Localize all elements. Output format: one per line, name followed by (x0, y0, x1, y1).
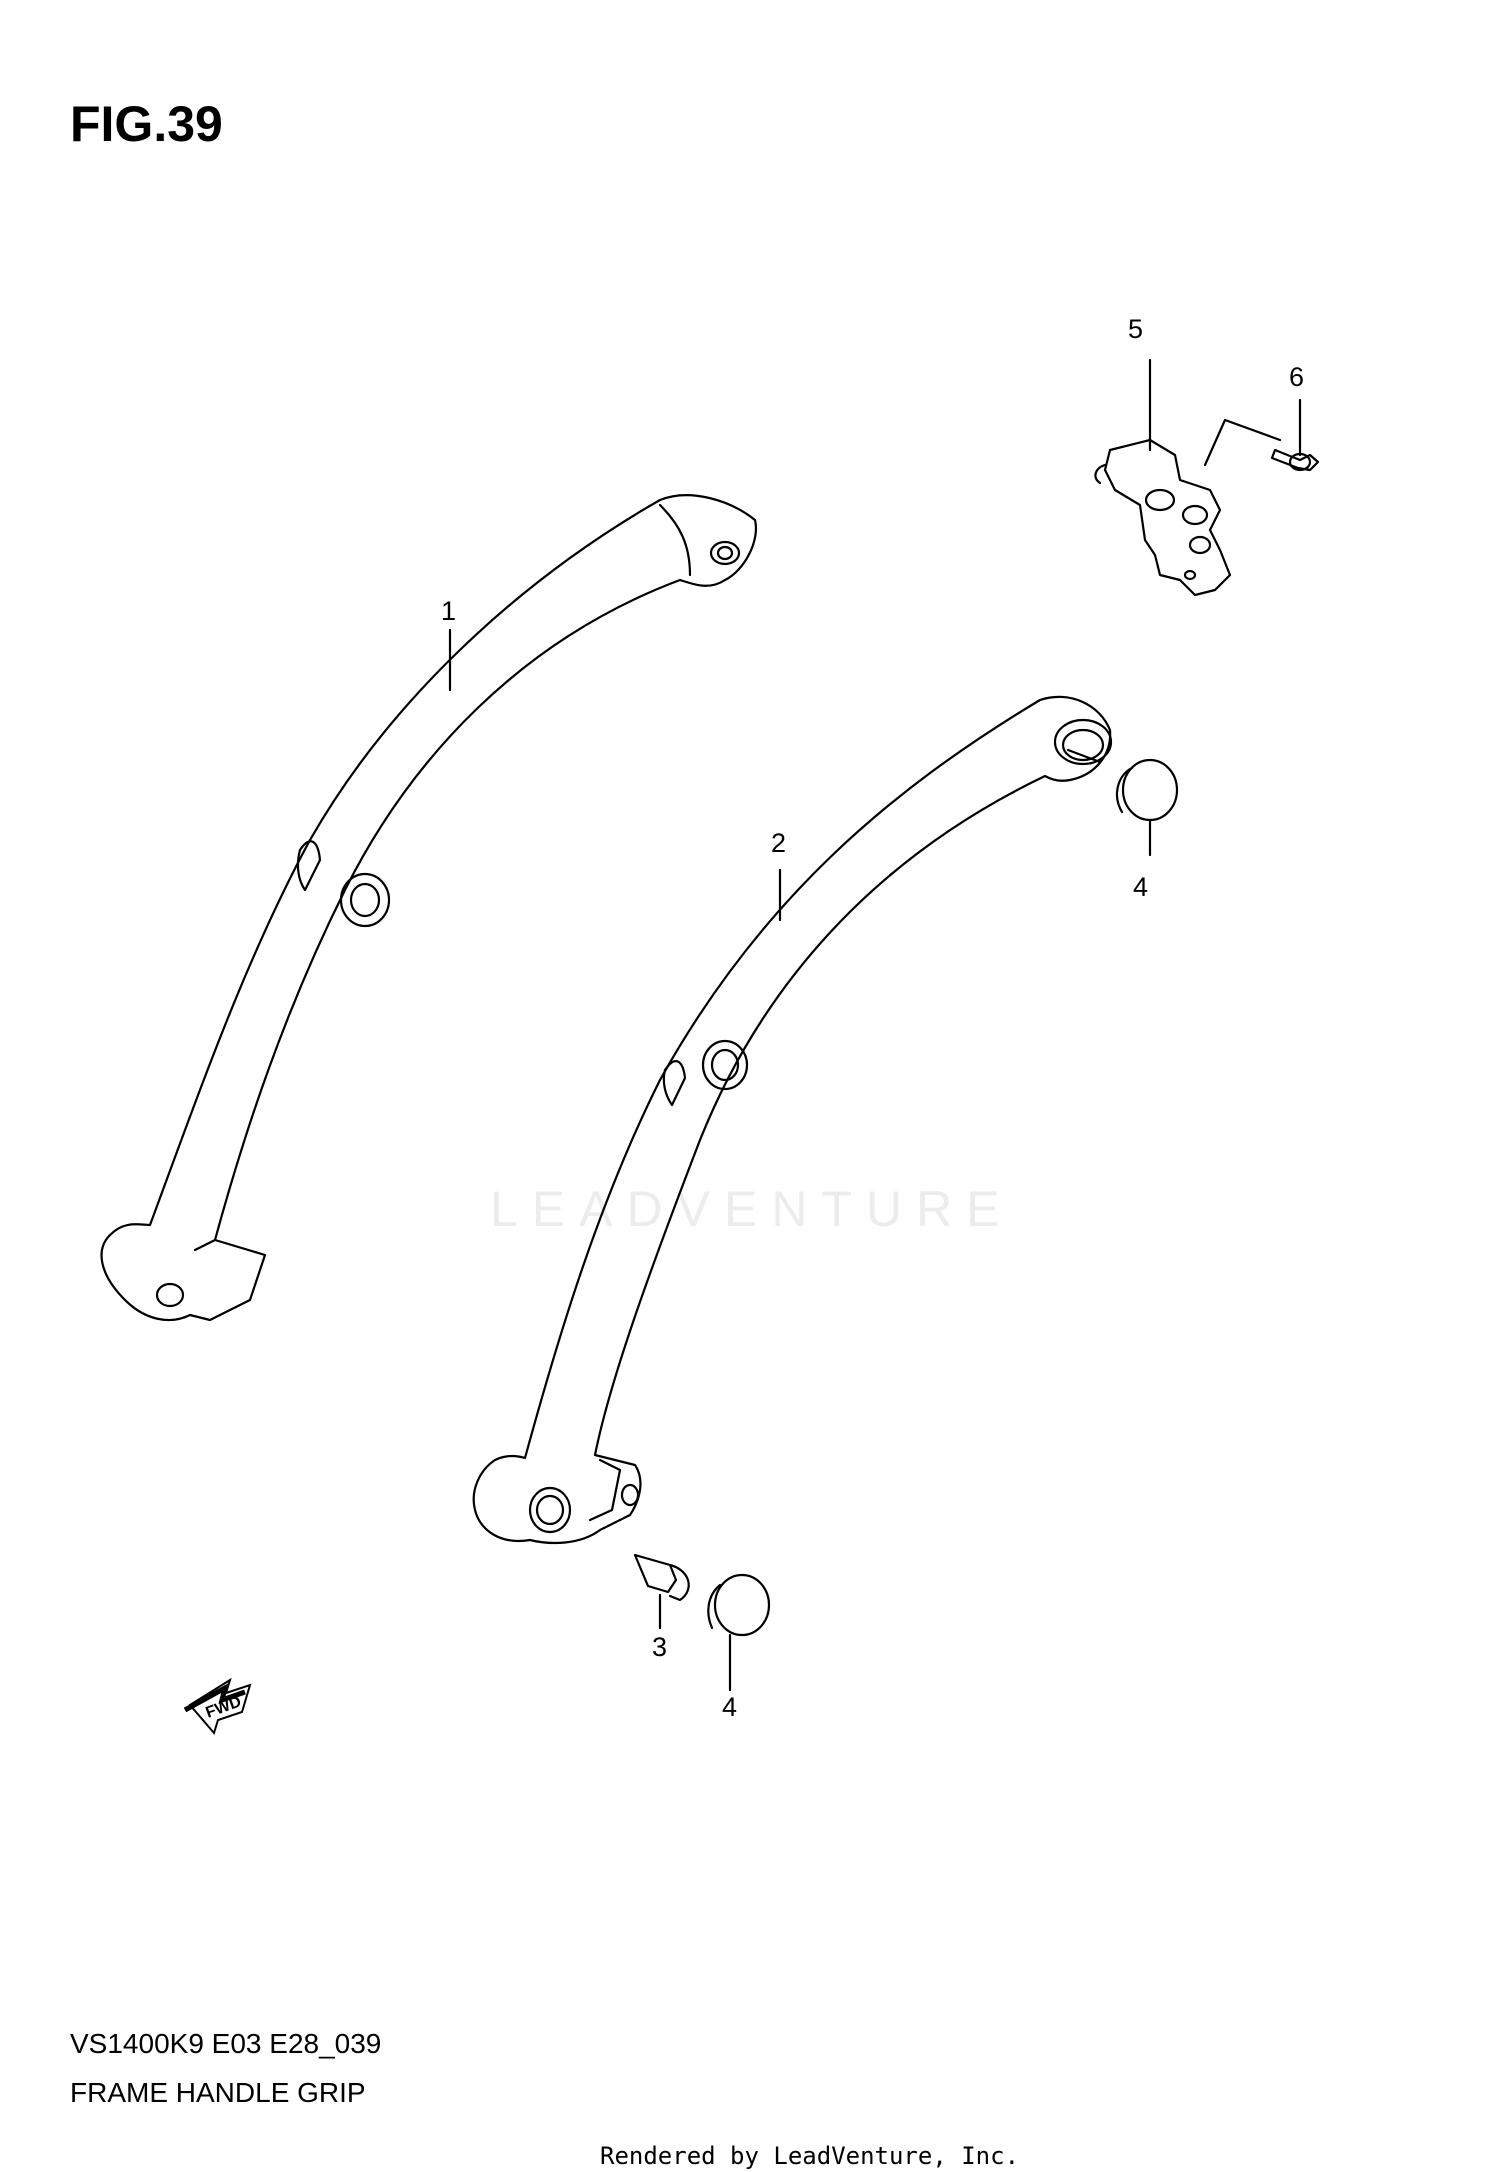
callout-1: 1 (441, 596, 457, 626)
cap-upper (1115, 758, 1179, 857)
bolt (633, 1553, 690, 1630)
lock-assembly (1094, 358, 1282, 597)
frame-handle-grip-right (472, 695, 1113, 1545)
cap-lower (707, 1573, 771, 1692)
section-name: FRAME HANDLE GRIP (70, 2077, 366, 2108)
callout-3: 3 (652, 1632, 668, 1662)
figure-title: FIG.39 (70, 96, 223, 152)
callout-4-lower: 4 (722, 1692, 738, 1722)
frame-handle-grip-left (100, 494, 758, 1322)
fwd-arrow-icon: FWD (183, 1677, 252, 1736)
rendered-by-credit: Rendered by LeadVenture, Inc. (600, 2142, 1020, 2170)
callout-6: 6 (1289, 362, 1305, 392)
watermark-text: LEADVENTURE (490, 1181, 1014, 1237)
callout-2: 2 (771, 828, 787, 858)
callout-4-upper: 4 (1133, 872, 1149, 902)
model-code: VS1400K9 E03 E28_039 (70, 2028, 382, 2059)
screw (1270, 398, 1320, 472)
callout-5: 5 (1128, 314, 1144, 344)
